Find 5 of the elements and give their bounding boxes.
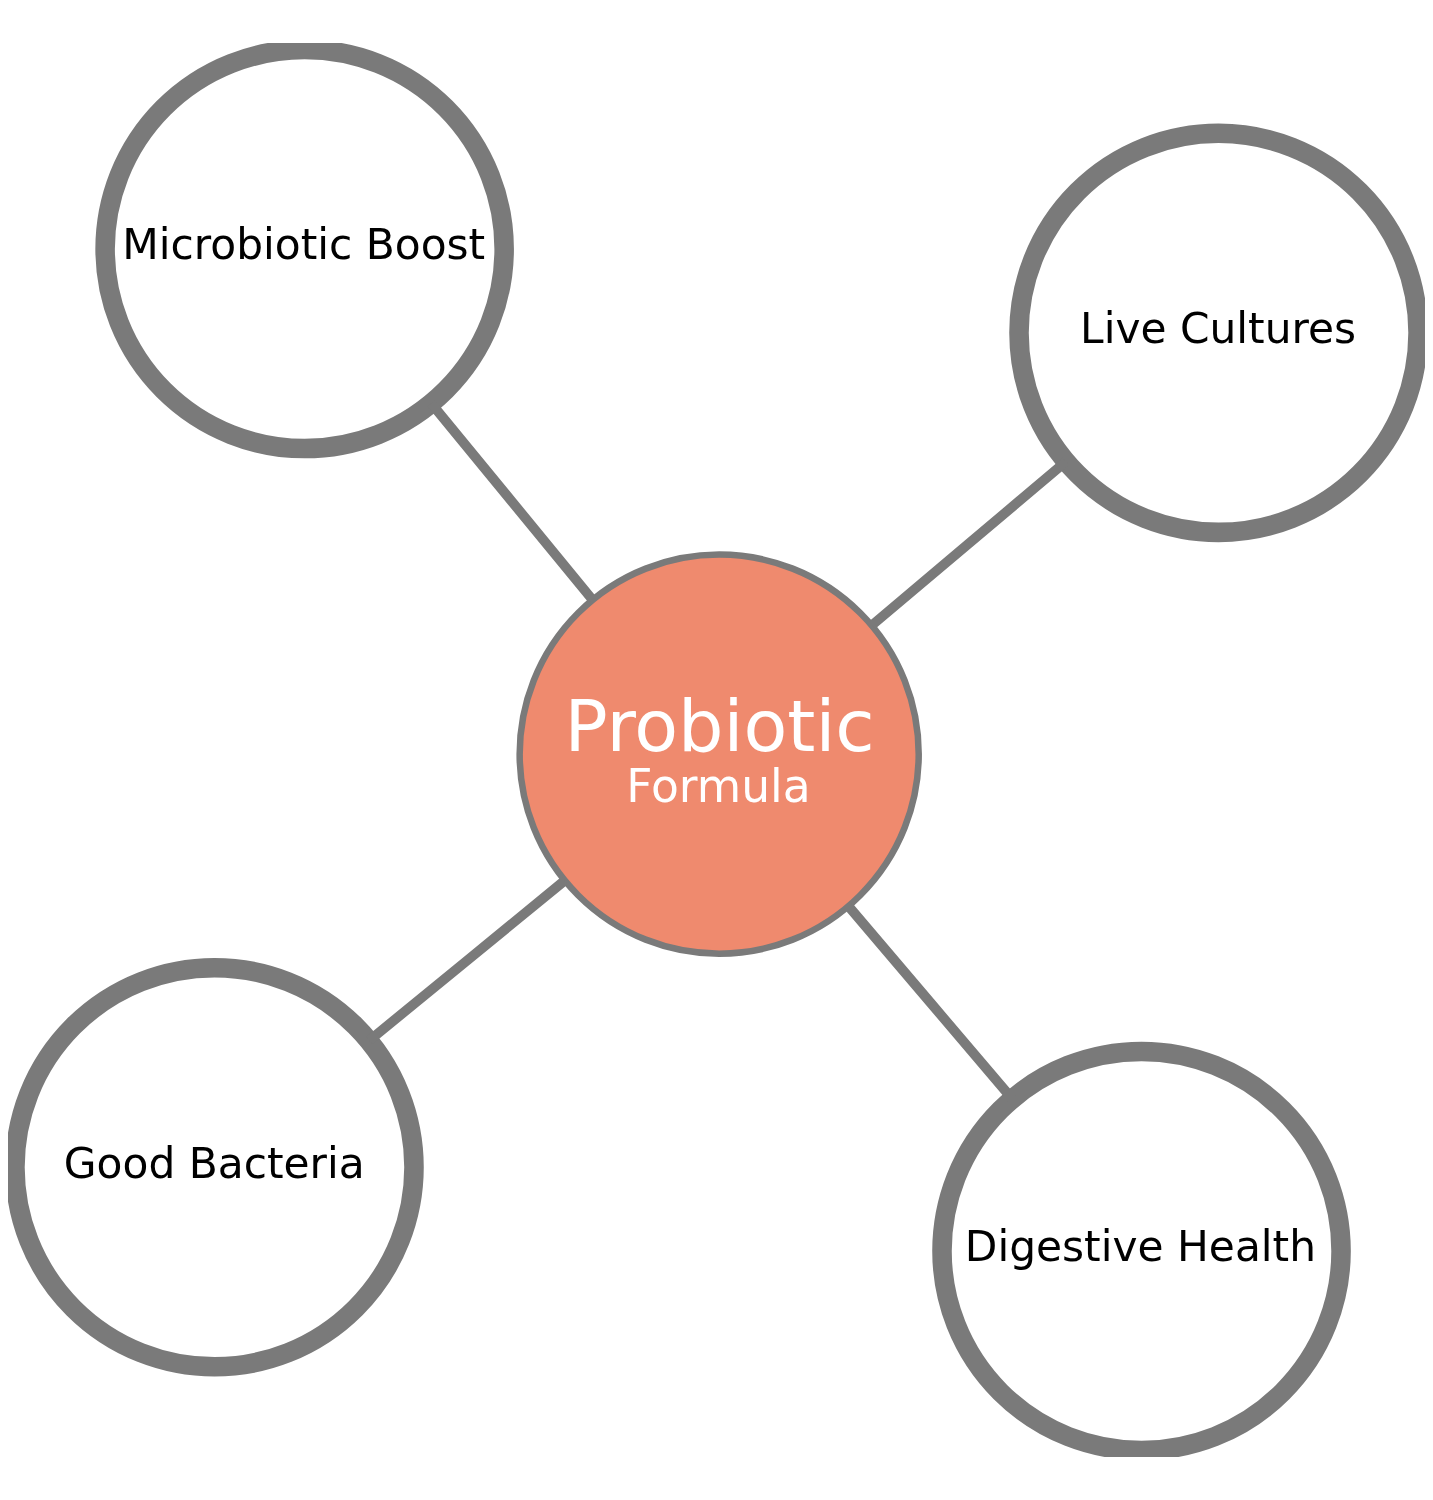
node-circle: Digestive Health: [932, 1041, 1351, 1457]
node-circle: Good Bacteria: [8, 957, 424, 1377]
node-circle: Probiotic Formula: [516, 551, 922, 957]
node-circle: Microbiotic Boost: [95, 43, 514, 459]
node-circle: Live Cultures: [1009, 123, 1425, 543]
